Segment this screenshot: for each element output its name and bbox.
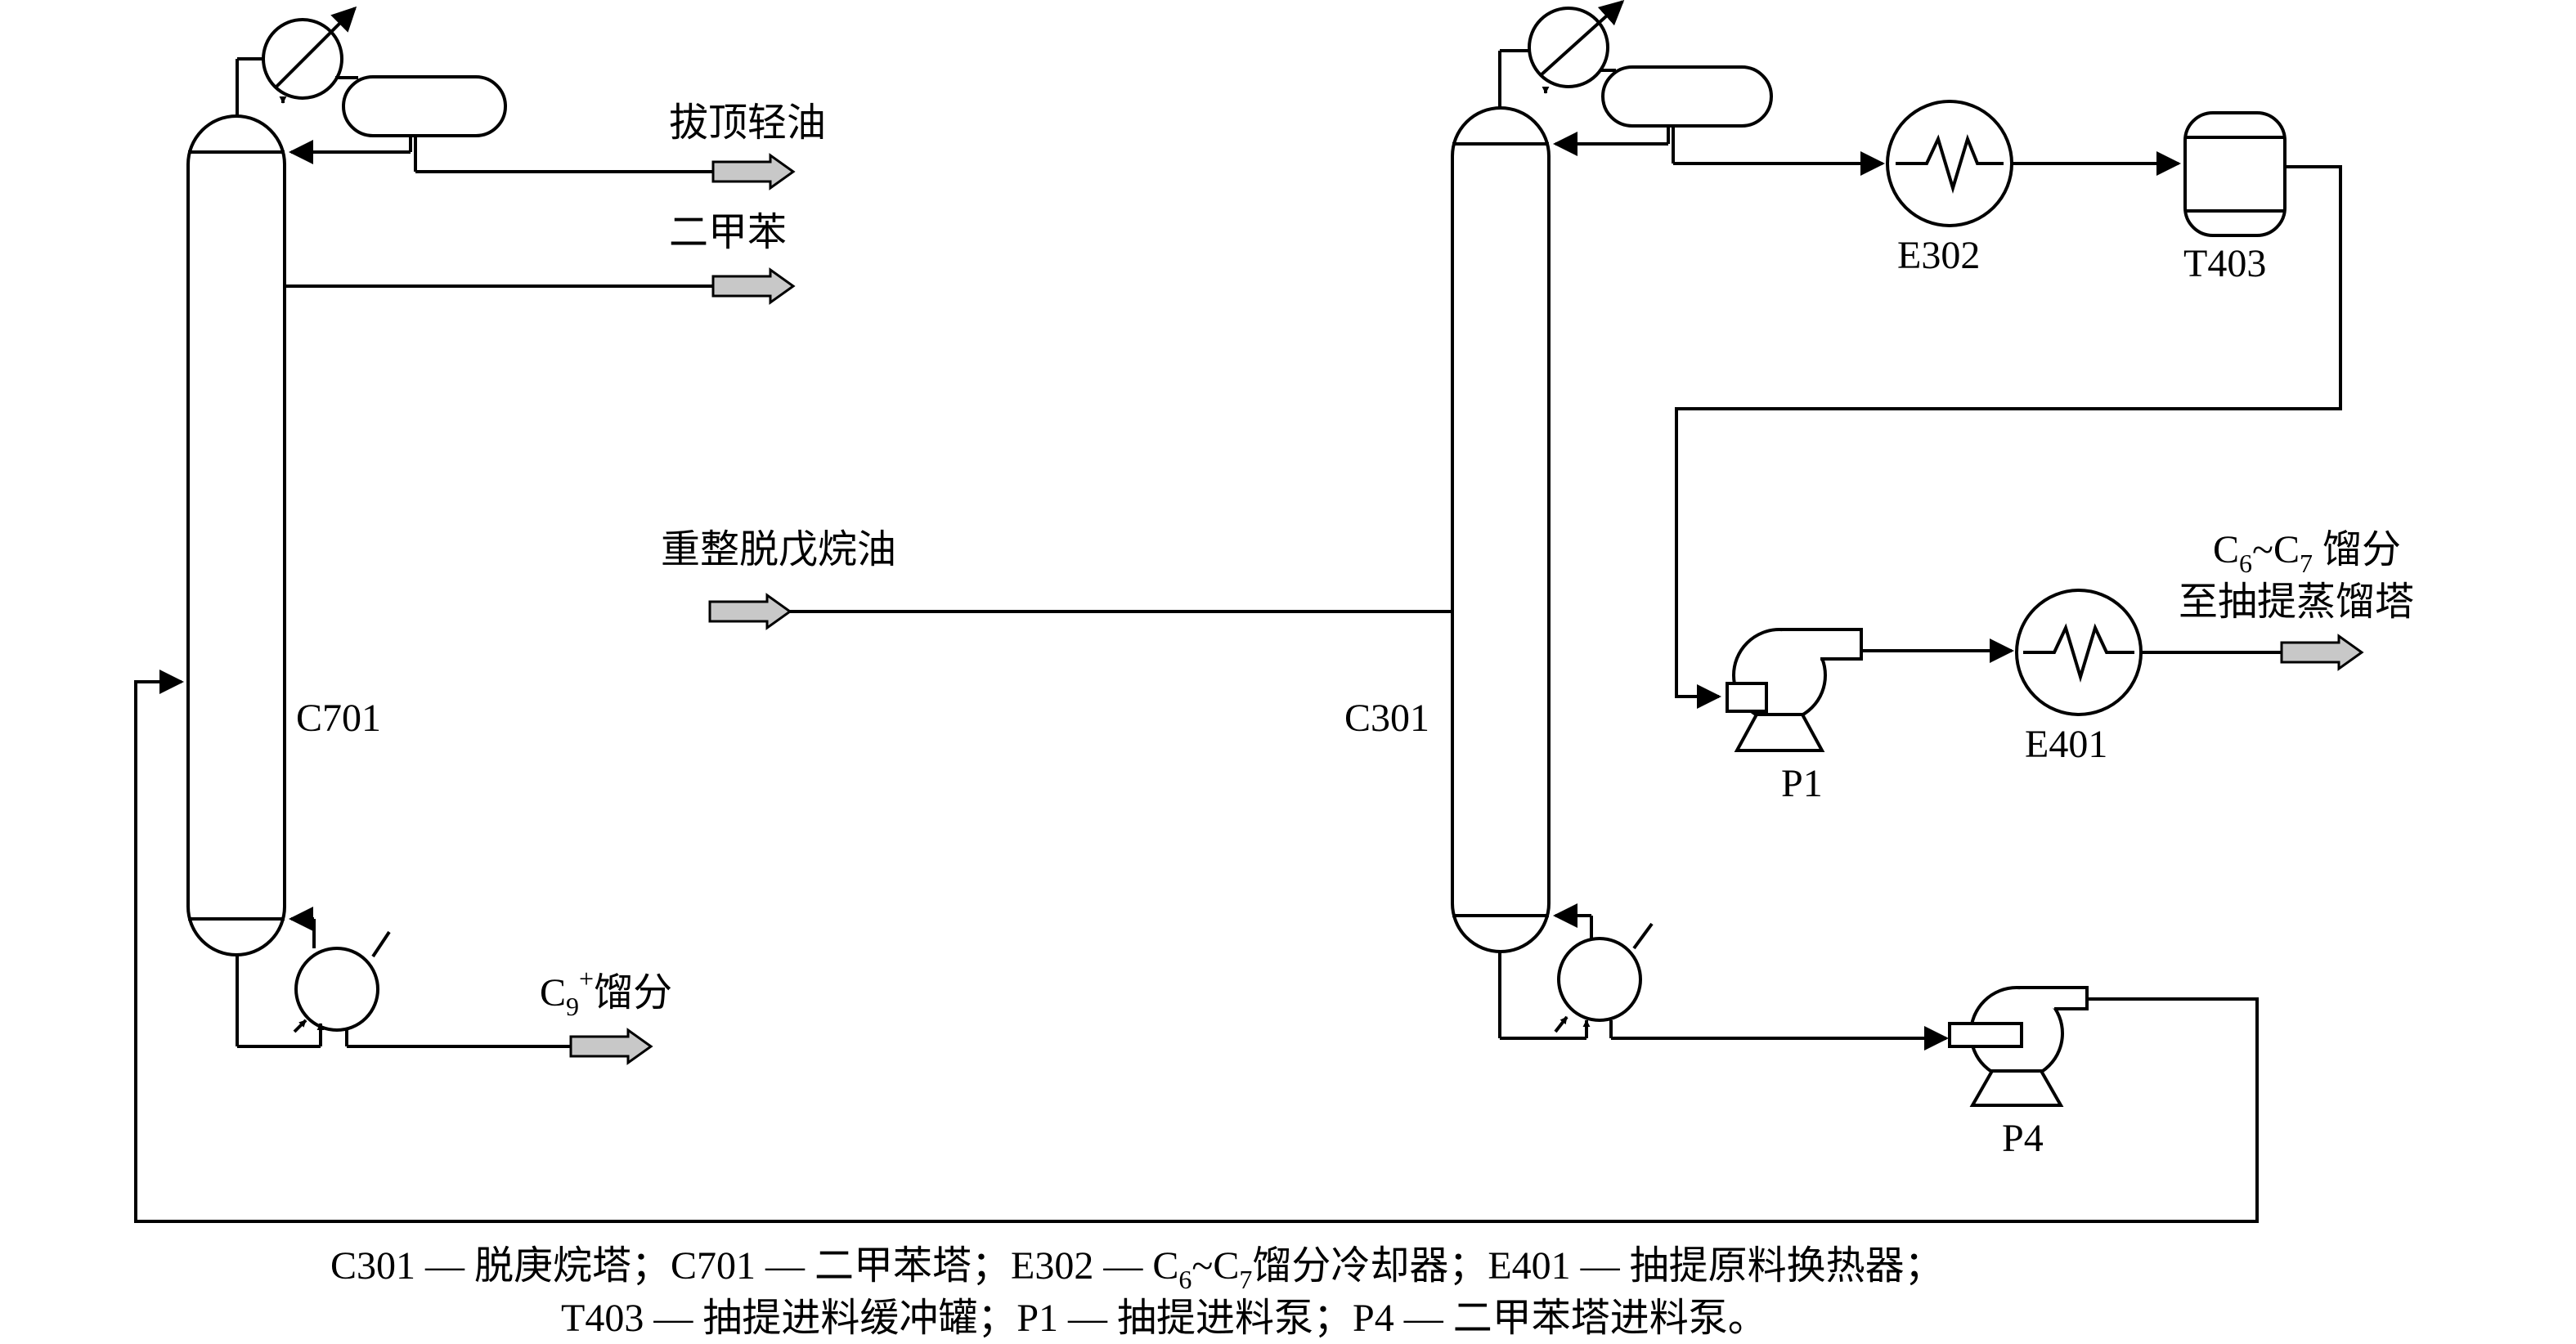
c9-arrow <box>569 1028 653 1065</box>
pump-p1 <box>1726 628 1863 752</box>
condenser-c701 <box>236 6 358 116</box>
e302-label: E302 <box>1897 234 1980 277</box>
feed-arrow <box>708 593 792 630</box>
p1-label: P1 <box>1781 762 1823 805</box>
reboiler-c301 <box>1498 903 1654 1040</box>
reflux-drum-c701 <box>289 75 507 164</box>
t403-outlet-pipe <box>1675 165 2342 709</box>
c701-feed-pipe <box>134 670 2259 1223</box>
c9-label: C9+馏分 <box>540 964 672 1021</box>
column-c301 <box>1451 106 1551 953</box>
pump-p4 <box>1948 986 2089 1107</box>
legend-line-2: T403 — 抽提进料缓冲罐；P1 — 抽提进料泵；P4 — 二甲苯塔进料泵。 <box>561 1297 1767 1340</box>
t403-label: T403 <box>2183 242 2266 285</box>
light-oil-arrow <box>711 153 796 190</box>
c6c7-destination: 至抽提蒸馏塔 <box>2179 580 2414 624</box>
reflux-drum-c301 <box>1553 65 1773 156</box>
c6c7-arrow <box>2280 634 2364 671</box>
light-oil-label: 拔顶轻油 <box>669 101 826 145</box>
reboiler-c701 <box>236 907 391 1048</box>
column-c701 <box>186 114 286 956</box>
legend-line-1: C301 — 脱庚烷塔；C701 — 二甲苯塔；E302 — C6~C7馏分冷却… <box>330 1244 1944 1294</box>
buffer-tank-t403 <box>2183 111 2287 237</box>
p4-label: P4 <box>2002 1117 2044 1160</box>
xylene-label: 二甲苯 <box>669 211 787 254</box>
e401-label: E401 <box>2025 723 2107 766</box>
xylene-arrow <box>711 267 796 305</box>
c701-label: C701 <box>296 697 381 740</box>
heat-exchanger-e401 <box>2015 589 2143 716</box>
c6c7-label: C6~C7 馏分 <box>2213 528 2401 578</box>
condenser-c301 <box>1498 0 1625 108</box>
heat-exchanger-e302 <box>1886 100 2013 227</box>
feed-label: 重整脱戊烷油 <box>661 528 896 571</box>
c301-label: C301 <box>1344 697 1429 740</box>
